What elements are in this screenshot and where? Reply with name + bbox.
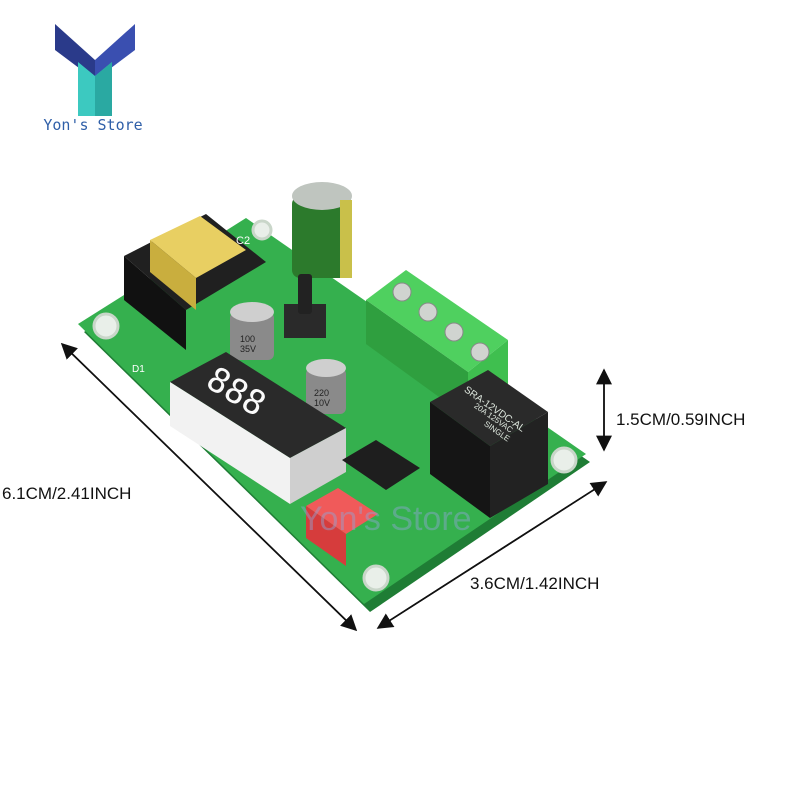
logo-stem-shade [95, 62, 112, 116]
red-connector [306, 488, 378, 566]
terminal-screw [470, 342, 490, 362]
electrolytic-capacitor-large [292, 182, 352, 278]
brand-name: Yon's Store [43, 116, 143, 134]
push-button [284, 274, 326, 338]
svg-text:100: 100 [240, 334, 255, 344]
height-label: 1.5CM/0.59INCH [616, 410, 746, 429]
logo-left-wing [55, 24, 95, 80]
yons-store-logo [55, 24, 135, 116]
mounting-hole [550, 446, 578, 474]
svg-text:35V: 35V [240, 344, 256, 354]
watermark: Yon's Store [300, 500, 472, 538]
length-label: 6.1CM/2.41INCH [2, 484, 132, 503]
logo-right-wing [95, 24, 135, 80]
svg-text:10V: 10V [314, 398, 330, 408]
seven-segment-display: 888 [170, 352, 346, 504]
mounting-hole [251, 219, 273, 241]
svg-text:220: 220 [314, 388, 329, 398]
transformer: C2 [124, 214, 266, 350]
ic-chip [342, 440, 420, 490]
terminal-screw [418, 302, 438, 322]
terminal-screw [392, 282, 412, 302]
mounting-hole [92, 312, 120, 340]
width-label: 3.6CM/1.42INCH [470, 574, 600, 593]
terminal-screw [444, 322, 464, 342]
capacitor-220uf: 220 10V [306, 359, 346, 414]
transformer-label: C2 [236, 235, 250, 247]
mounting-hole [362, 564, 390, 592]
capacitor-100uf: 100 35V [230, 302, 274, 360]
relay: SRA-12VDC-AL 20A 125VAC SINGLE [430, 370, 548, 518]
diode-label: D1 [132, 364, 145, 375]
